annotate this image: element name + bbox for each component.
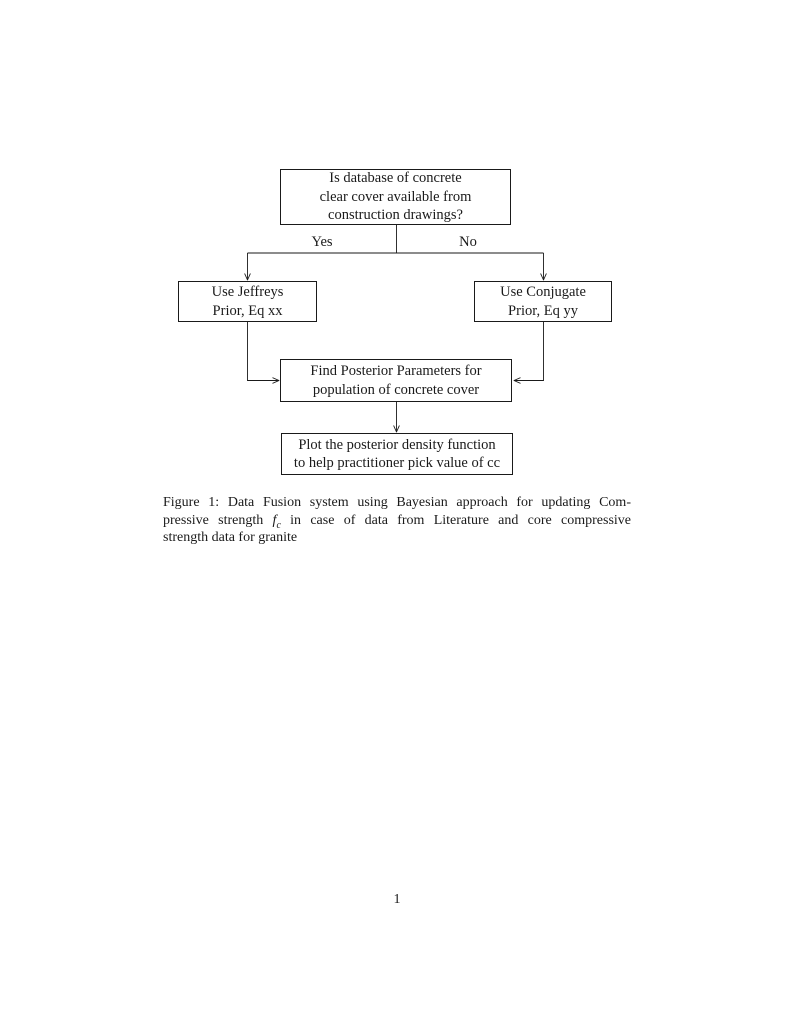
decision-text-line: Is database of concrete — [329, 170, 462, 187]
flowchart-node-jeffreys-prior: Use Jeffreys Prior, Eq xx — [178, 281, 317, 322]
plot-text-line: to help practitioner pick value of cc — [293, 455, 501, 471]
decision-text-line: construction drawings? — [328, 207, 463, 224]
page-number: 1 — [393, 892, 401, 907]
decision-text-line: clear cover available from — [319, 188, 472, 205]
caption-line-1: Figure 1: Data Fusion system using Bayes… — [163, 494, 631, 512]
plot-text-line: Plot the posterior density function — [298, 436, 496, 453]
flowchart-node-decision: Is database of concrete clear cover avai… — [280, 169, 511, 225]
flowchart-node-conjugate-prior: Use Conjugate Prior, Eq yy — [474, 281, 612, 322]
posterior-text-line: Find Posterior Parameters for — [310, 363, 482, 379]
math-subscript-c: c — [276, 519, 281, 531]
figure-caption: Figure 1: Data Fusion system using Bayes… — [163, 494, 631, 547]
jeffreys-text-line: Prior, Eq xx — [212, 302, 283, 319]
branch-label-no: No — [459, 234, 477, 250]
posterior-text-line: population of concrete cover — [312, 381, 480, 398]
caption-line-2: pressive strength fc in case of data fro… — [163, 512, 631, 530]
caption-text: pressive strength — [163, 512, 264, 528]
conjugate-text-line: Prior, Eq yy — [508, 302, 578, 319]
caption-line-3: strength data for granite — [163, 530, 298, 545]
math-f: f — [272, 512, 277, 528]
conjugate-text-line: Use Conjugate — [500, 284, 586, 300]
math-fc-symbol: fc — [272, 512, 281, 531]
flowchart-node-plot-density: Plot the posterior density function to h… — [281, 433, 513, 475]
jeffreys-text-line: Use Jeffreys — [211, 284, 284, 300]
caption-text: in case of data from Literature and core… — [290, 512, 632, 528]
connector-conjugate-to-posterior — [514, 322, 544, 381]
connector-jeffreys-to-posterior — [247, 322, 280, 381]
caption-text: Figure 1: Data Fusion system using Bayes… — [163, 495, 631, 510]
branch-label-yes: Yes — [311, 234, 333, 250]
flowchart-node-posterior-parameters: Find Posterior Parameters for population… — [280, 359, 512, 402]
